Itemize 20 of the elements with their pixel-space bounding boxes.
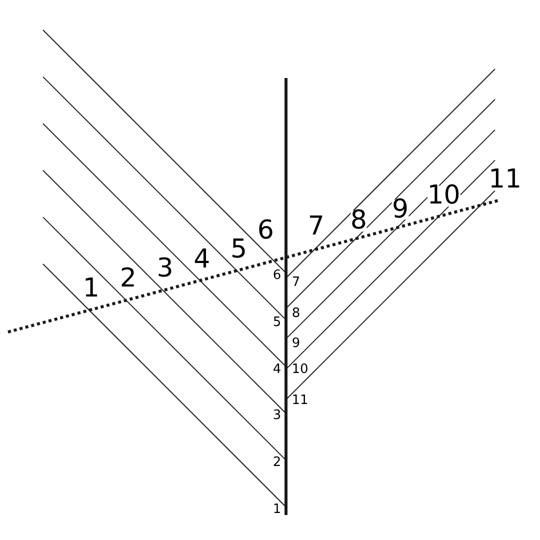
line-number: 6 [257, 220, 274, 242]
point-number: 11 [292, 396, 308, 406]
point-number: 7 [292, 278, 300, 288]
line-number: 4 [194, 249, 210, 270]
point-number: 1 [272, 504, 282, 516]
point-number: 9 [292, 338, 300, 350]
point-number: 8 [292, 308, 300, 319]
point-number: 4 [272, 364, 282, 375]
line-number: 7 [308, 216, 324, 238]
line-number: 10 [427, 186, 460, 207]
point-number: 6 [272, 270, 282, 282]
line-number: 8 [350, 210, 367, 232]
point-number: 5 [272, 318, 282, 328]
point-number: 3 [272, 411, 282, 422]
point-number: 10 [292, 365, 308, 376]
point-number: 2 [272, 458, 282, 468]
line-number: 5 [230, 239, 248, 260]
line-number: 11 [488, 170, 522, 190]
line-number: 9 [392, 199, 408, 220]
line-number: 3 [156, 259, 174, 280]
